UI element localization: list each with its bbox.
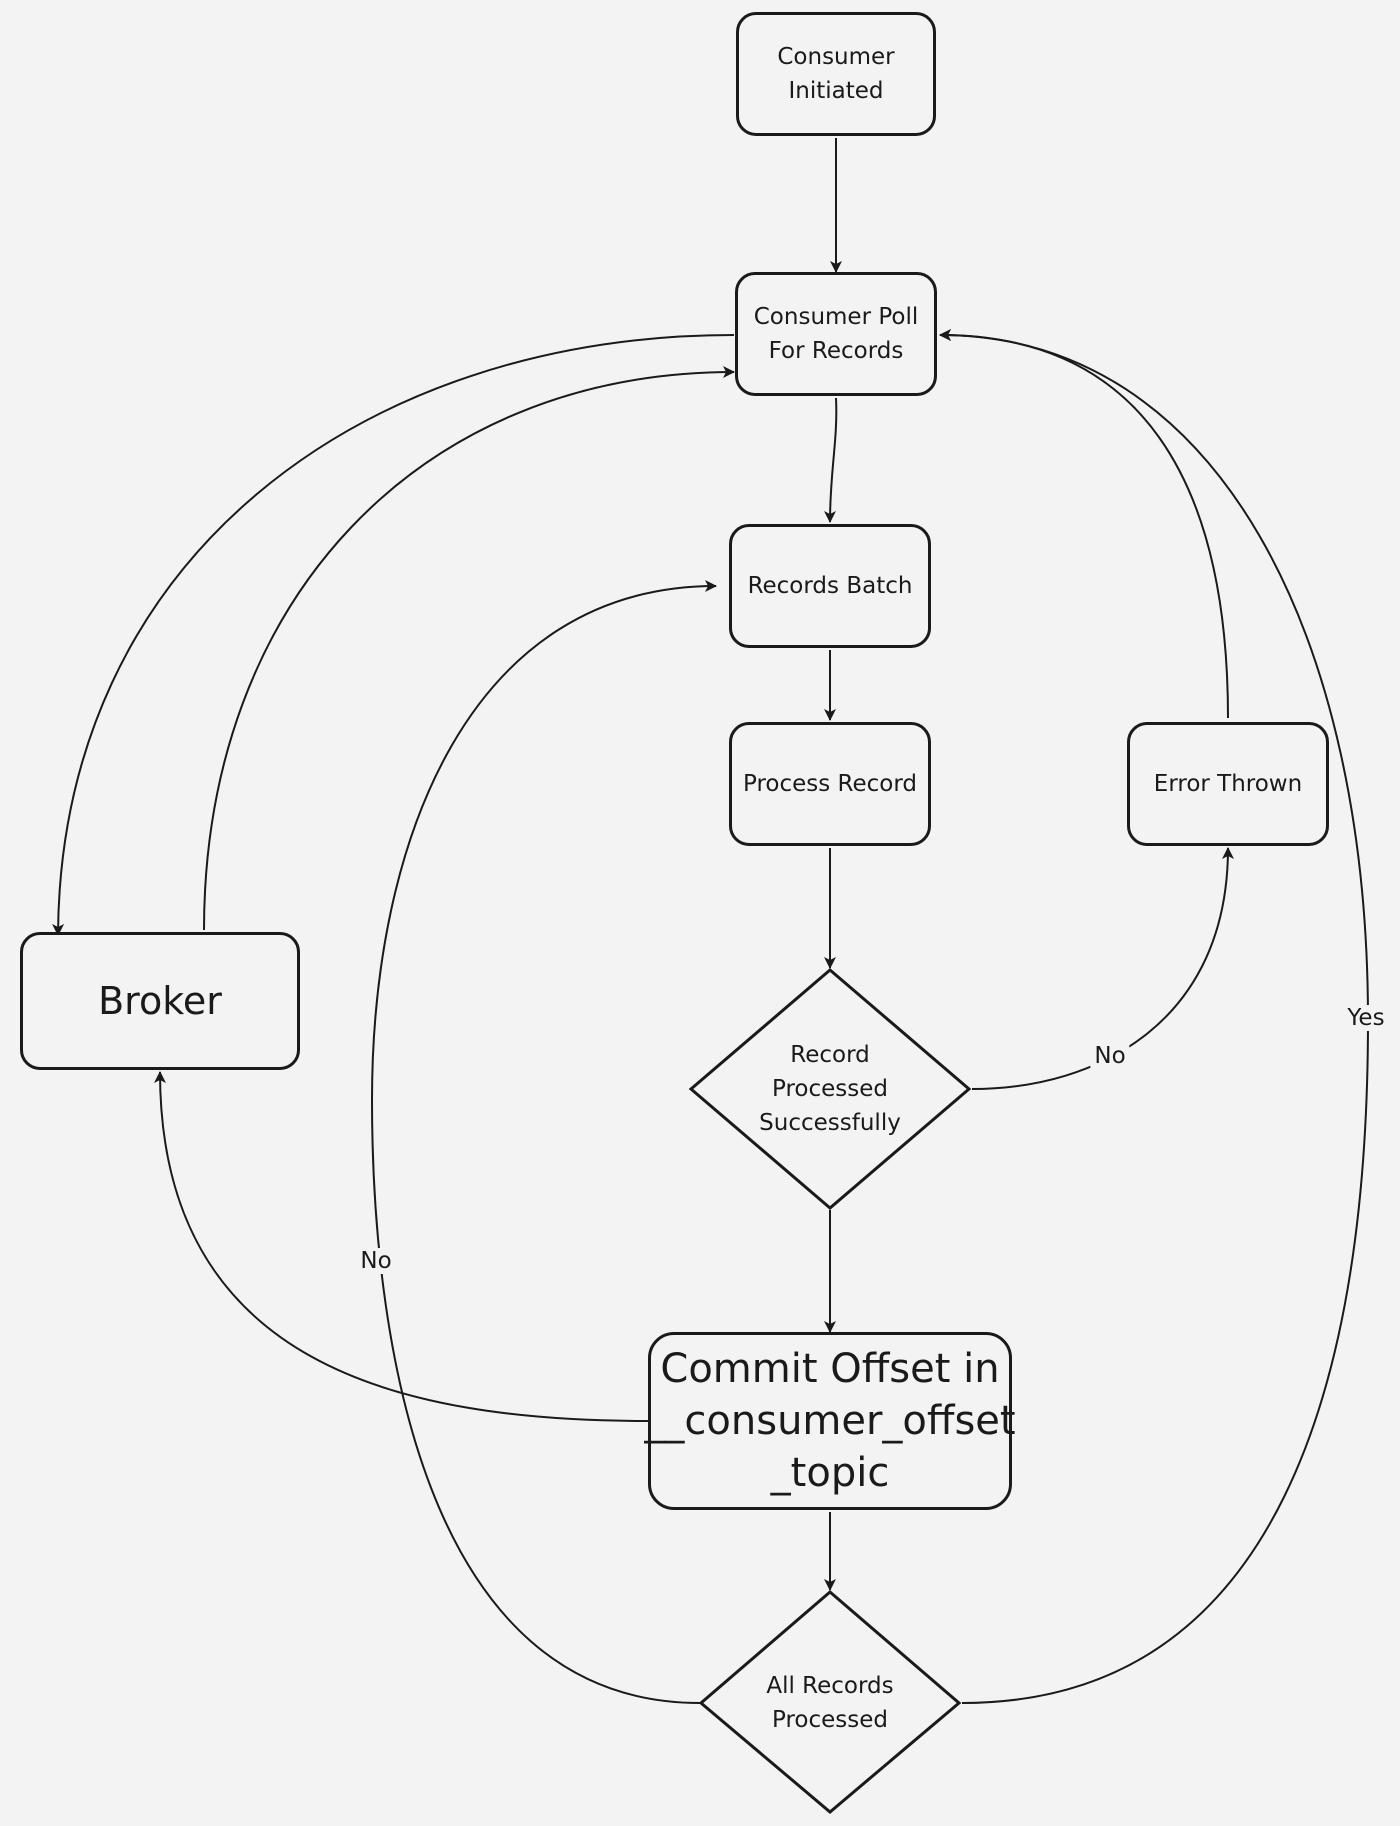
edge-all-to-batch [370, 580, 717, 1704]
decision-all-records-shape [698, 1590, 962, 1814]
node-error-thrown: Error Thrown [1127, 722, 1329, 846]
node-process-record: Process Record [729, 722, 931, 846]
node-consumer-poll: Consumer Poll For Records [735, 272, 937, 396]
node-consumer-initiated: Consumer Initiated [736, 12, 936, 136]
edge-label-no-error: No [1090, 1043, 1130, 1069]
edge-poll-to-batch [824, 397, 838, 523]
edge-error-to-poll [939, 329, 1229, 719]
edge-commit-to-broker [154, 1071, 649, 1422]
node-records-batch: Records Batch [729, 524, 931, 648]
node-commit-offset: Commit Offset in __consumer_offset _topi… [644, 1332, 1016, 1510]
edge-poll-to-broker [52, 334, 735, 936]
edge-label-no-batch: No [356, 1248, 396, 1274]
edge-label-yes-poll: Yes [1343, 1005, 1389, 1031]
decision-record-processed: Record Processed Successfully [759, 1042, 901, 1136]
edge-decision-to-error [971, 847, 1234, 1090]
decision-all-records: All Records Processed [766, 1673, 894, 1733]
decision-record-processed-shape [688, 968, 972, 1210]
node-broker: Broker [20, 932, 300, 1070]
edge-broker-to-poll [203, 366, 735, 931]
